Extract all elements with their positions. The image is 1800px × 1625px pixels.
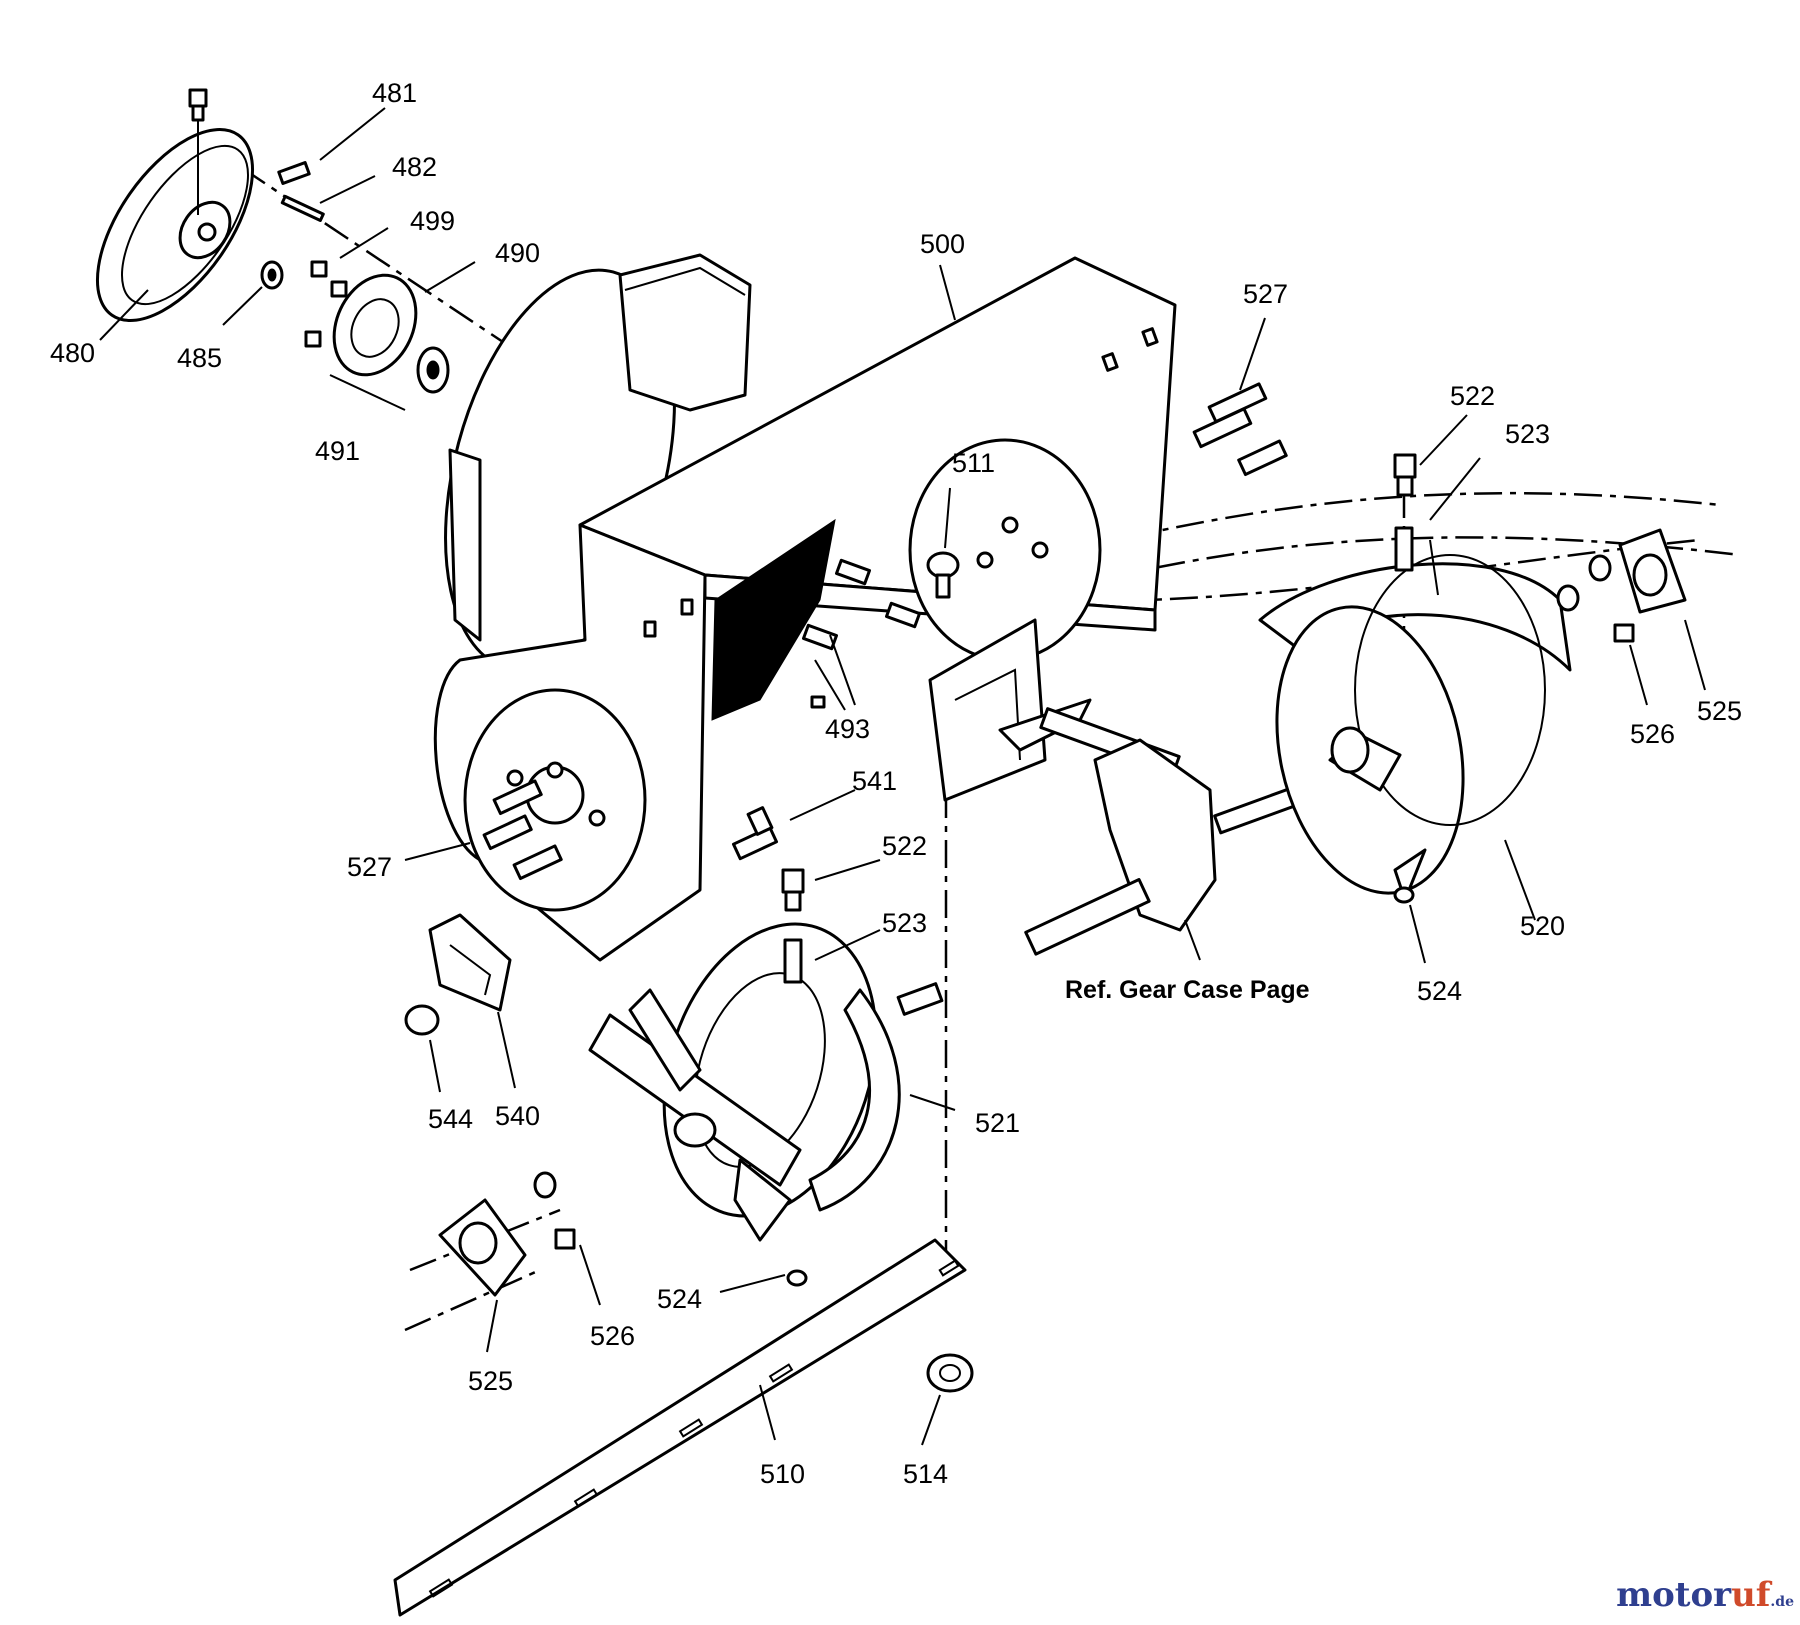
callout-523-right: 523 (1505, 419, 1550, 449)
callout-524-left: 524 (657, 1284, 702, 1314)
leader-lines (99, 107, 1706, 1446)
callout-526-right: 526 (1630, 719, 1675, 749)
set-screw-482-key (277, 161, 325, 223)
callout-520: 520 (1520, 911, 1565, 941)
carriage-bolt-511 (926, 551, 960, 599)
callout-500: 500 (920, 229, 965, 259)
bolt-481 (188, 88, 208, 215)
bearing-flange-525-left (438, 1171, 576, 1297)
skid-shoe-540 (404, 913, 512, 1036)
watermark-logo: motoruf.de (1616, 1575, 1794, 1615)
bolt-541 (731, 806, 779, 861)
bolts-527-lower (482, 779, 563, 881)
callout-482: 482 (392, 152, 437, 182)
callout-labels: 481 482 499 490 480 485 491 500 527 511 … (50, 78, 1742, 1489)
callout-481: 481 (372, 78, 417, 108)
auger-520 (1258, 554, 1572, 902)
callout-527-lower: 527 (347, 852, 392, 882)
watermark-part1: motor (1616, 1575, 1732, 1615)
bolts-493 (802, 558, 921, 651)
callout-493: 493 (825, 714, 870, 744)
callout-527-upper: 527 (1243, 279, 1288, 309)
shear-bolt-522-left (781, 868, 808, 1287)
pulley-480 (95, 128, 255, 322)
gear-case-reference-note: Ref. Gear Case Page (1065, 976, 1310, 1004)
callout-525-right: 525 (1697, 696, 1742, 726)
callout-514: 514 (903, 1459, 948, 1489)
callout-526-left: 526 (590, 1321, 635, 1351)
callout-480: 480 (50, 338, 95, 368)
bearing-485 (260, 260, 284, 290)
callout-525-left: 525 (468, 1366, 513, 1396)
watermark-part2: uf (1731, 1575, 1771, 1615)
watermark-suffix: .de (1770, 1594, 1794, 1610)
shear-bolt-522-right (1393, 453, 1417, 904)
nut-514 (926, 1353, 974, 1393)
callout-523-left: 523 (882, 908, 927, 938)
callout-490: 490 (495, 238, 540, 268)
callout-521: 521 (975, 1108, 1020, 1138)
callout-524-right: 524 (1417, 976, 1462, 1006)
callout-485: 485 (177, 343, 222, 373)
callout-544: 544 (428, 1104, 473, 1134)
callout-499: 499 (410, 206, 455, 236)
callout-522-right: 522 (1450, 381, 1495, 411)
callout-540: 540 (495, 1101, 540, 1131)
gear-case-assembly (928, 618, 1307, 956)
auger-housing-500 (433, 253, 1177, 962)
auger-521 (588, 922, 944, 1242)
callout-511: 511 (952, 448, 995, 478)
callout-510: 510 (760, 1459, 805, 1489)
bolts-527-upper (1192, 382, 1288, 477)
callout-541: 541 (852, 766, 897, 796)
callout-522-left: 522 (882, 831, 927, 861)
bearing-flange-525-right (1556, 528, 1687, 643)
callout-491: 491 (315, 436, 360, 466)
bearing-housing-490 (304, 260, 450, 394)
shave-plate-510 (393, 1238, 967, 1617)
